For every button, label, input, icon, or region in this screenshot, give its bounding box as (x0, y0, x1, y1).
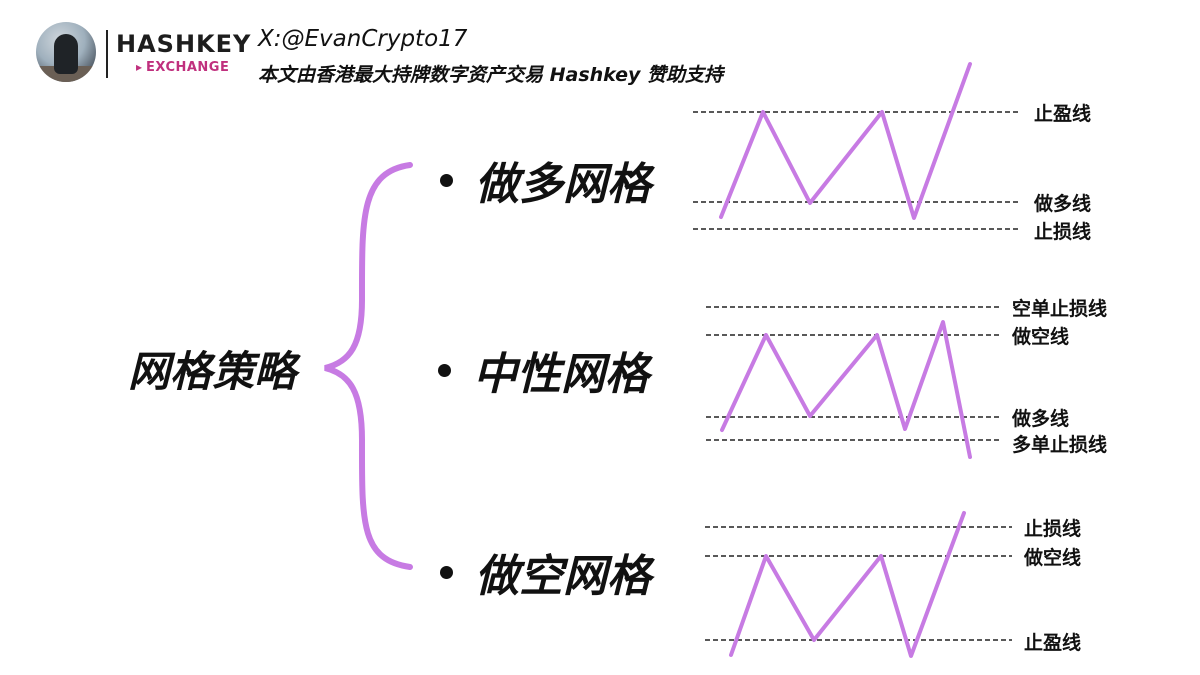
label-long-entry: 做多线 (1034, 193, 1092, 215)
label-long-entry: 做多线 (1012, 408, 1070, 430)
logo-arrow-icon: ▸ (136, 60, 143, 74)
sponsor-text: 本文由香港最大持牌数字资产交易 Hashkey 赞助支持 (258, 64, 724, 86)
neutral-grid-chart (706, 306, 1000, 459)
long-grid-chart (693, 62, 1020, 230)
branch-label: 中性网格 (473, 349, 649, 400)
price-zigzag (720, 320, 972, 459)
price-zigzag (719, 62, 972, 220)
label-stop-loss: 止损线 (1024, 518, 1082, 540)
curly-bracket (324, 162, 413, 570)
header-divider (106, 30, 108, 78)
label-short-stop-loss: 空单止损线 (1012, 298, 1108, 320)
bullet-icon (438, 363, 451, 377)
branch-label: 做空网格 (475, 551, 651, 602)
branch-long-grid: 做多网格 (440, 148, 651, 212)
author-handle: X:@EvanCrypto17 (258, 26, 468, 52)
logo-exchange: ▸ EXCHANGE (136, 60, 230, 75)
label-short-entry: 做空线 (1024, 547, 1082, 569)
logo-exchange-text: EXCHANGE (146, 60, 230, 75)
avatar-person (54, 34, 78, 74)
branch-short-grid: 做空网格 (440, 540, 651, 604)
price-zigzag (729, 511, 966, 658)
label-stop-loss: 止损线 (1034, 221, 1092, 243)
bullet-icon (440, 173, 453, 187)
bullet-icon (440, 565, 453, 579)
label-take-profit: 止盈线 (1024, 632, 1082, 654)
logo-hashkey: HASHKEY (116, 30, 252, 58)
branch-neutral-grid: 中性网格 (438, 338, 649, 402)
avatar (36, 22, 96, 82)
avatar-ground (36, 66, 96, 82)
label-take-profit: 止盈线 (1034, 103, 1092, 125)
label-long-stop-loss: 多单止损线 (1012, 434, 1108, 456)
root-label: 网格策略 (128, 347, 297, 396)
short-grid-chart (705, 511, 1012, 658)
branch-label: 做多网格 (475, 159, 651, 210)
header: HASHKEY ▸ EXCHANGE X:@EvanCrypto17 本文由香港… (0, 0, 1200, 100)
label-short-entry: 做空线 (1012, 326, 1070, 348)
